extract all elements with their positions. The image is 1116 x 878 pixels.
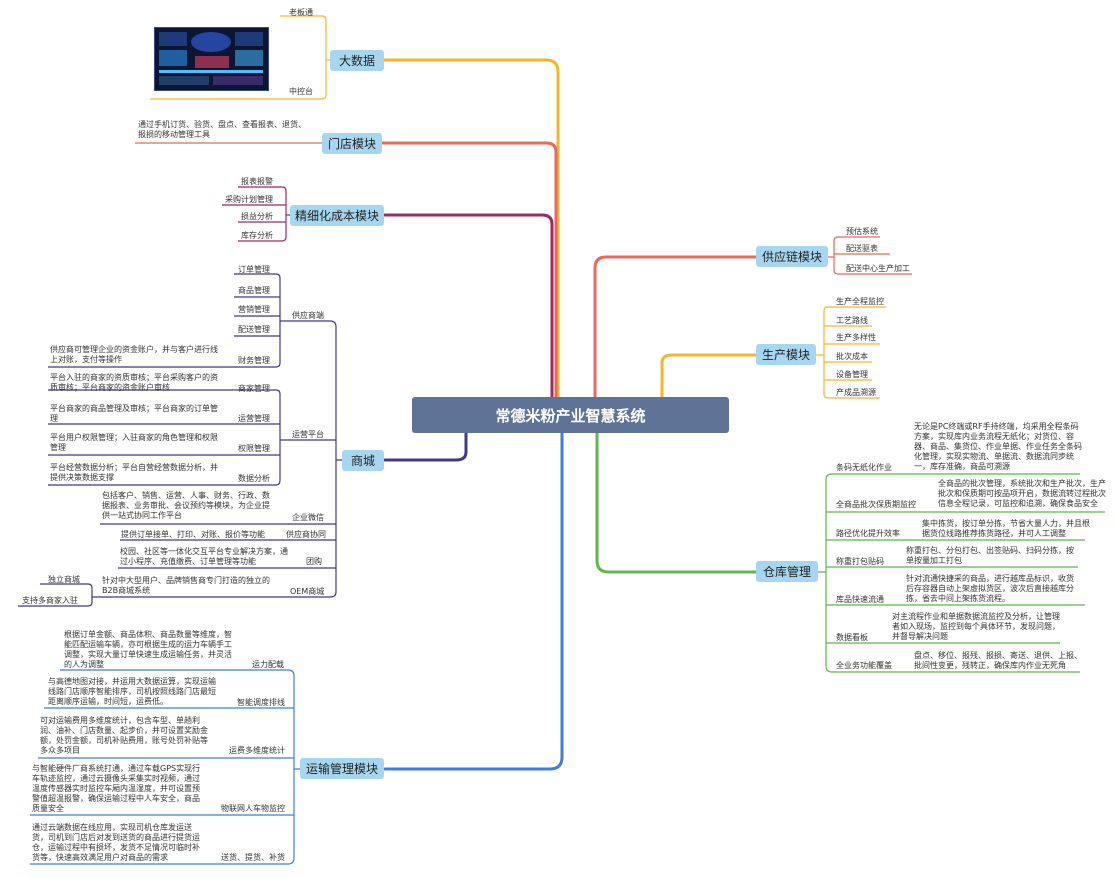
branch-mall — [383, 430, 468, 462]
transport-item-capacity: 运力配载 — [252, 660, 284, 669]
transport-item-iot: 物联网人车物监控 — [221, 804, 285, 813]
mall-ops-label: 运营平台 — [292, 430, 324, 439]
transport-item-freight: 运费多维度统计 — [229, 746, 285, 755]
node-cost[interactable]: 精细化成本模块 — [290, 205, 384, 226]
mall-supply-label: 供应商端 — [292, 311, 324, 320]
branch-transport — [383, 430, 564, 771]
supply-finance-desc: 供应商可管理企业的资金账户，并与客户进行线上对账，支付等操作 — [50, 345, 218, 364]
node-store[interactable]: 门店模块 — [322, 133, 382, 154]
warehouse-item-dashboard: 数据看板 — [836, 633, 868, 642]
production-item-traceability: 产成品溯源 — [836, 388, 876, 397]
supply-item-finance: 财务管理 — [238, 356, 270, 365]
ops-analysis-desc: 平台经营数据分析；平台自营经营数据分析，并提供决策数据支撑 — [50, 463, 218, 482]
mall-oem-label: OEM商城 — [290, 587, 325, 596]
warehouse-item-batch: 全商品批次保质期监控 — [836, 500, 916, 509]
mall-wechat-label: 企业微信 — [292, 513, 324, 522]
ops-item-operation: 运营管理 — [238, 414, 270, 423]
node-transport[interactable]: 运输管理模块 — [300, 758, 384, 779]
node-bigdata[interactable]: 大数据 — [330, 50, 384, 71]
production-item-equipment: 设备管理 — [836, 370, 868, 379]
delivery-desc: 通过云端数据在线应用，实现司机仓库发运送货，司机到门店后对发到送货的商品进行提货… — [32, 823, 200, 862]
crossdock-desc: 针对流通快捷采的商品，进行越库品标识，收货后存容器自动上架虚拟货区，波次后直接越… — [906, 574, 1074, 603]
production-item-batchcost: 批次成本 — [836, 352, 868, 361]
cost-item-profit: 损益分析 — [241, 212, 273, 221]
supply-item-marketing: 营销管理 — [238, 305, 270, 314]
production-item-monitor: 生产全程监控 — [836, 297, 884, 306]
ops-merchant-desc: 平台入驻的商家的资质审核；平台采购客户的资质审核；平台商家的资金账户审核 — [50, 373, 218, 392]
branch-bigdata — [383, 58, 560, 400]
cost-item-purchase: 采购计划管理 — [225, 195, 273, 204]
transport-item-routing: 智能调度排线 — [237, 698, 285, 707]
barcode-desc: 无论是PC终端或RF手持终端，均采用全程条码方案，实现库内业务流程无纸化；对货位… — [914, 422, 1082, 471]
path-desc: 集中拣货，按订单分拣，节省大量人力，并且根据货位线路推荐拣货路径，并可人工调整 — [922, 519, 1090, 538]
node-warehouse[interactable]: 仓库管理 — [756, 561, 818, 582]
supplychain-item-forecast: 预估系统 — [846, 227, 878, 236]
dashboard-thumbnail — [154, 27, 269, 91]
ops-item-merchant: 商家管理 — [238, 384, 270, 393]
iot-desc: 与智能硬件厂商系统打通，通过车载GPS实现行车轨迹监控，通过云摄像头采集实时视频… — [32, 764, 201, 813]
coverage-desc: 盘点、移位、报残、报损、寄送、退供、上报、批间性变更，残转正，确保库内作业无死角 — [914, 651, 1082, 670]
supply-item-order: 订单管理 — [238, 265, 270, 274]
root-node[interactable]: 常德米粉产业智慧系统 — [412, 397, 729, 433]
warehouse-item-crossdock: 库品快速流通 — [836, 595, 884, 604]
wechat-desc: 包括客户、销售、运营、人事、财务、行政、数据报表、业务审批、会议预约等模块，为企… — [102, 491, 270, 520]
branch-production — [660, 353, 758, 400]
supply-item-delivery: 配送管理 — [238, 325, 270, 334]
warehouse-item-coverage: 全业务功能覆盖 — [836, 661, 892, 670]
node-mall[interactable]: 商城 — [342, 450, 384, 471]
supplychain-item-distribution: 配送驱表 — [846, 244, 878, 253]
cost-item-report: 报表报警 — [241, 177, 273, 186]
transport-item-delivery: 送货、提货、补货 — [221, 853, 285, 862]
ops-item-analysis: 数据分析 — [238, 474, 270, 483]
warehouse-item-weigh: 称重打包贴码 — [836, 557, 884, 566]
capacity-desc: 根据订单金额、商品体积、商品数量等维度，智能匹配运输车辆，亦可根据生成的运力车辆… — [64, 630, 232, 669]
cost-item-inventory: 库存分析 — [241, 231, 273, 240]
mall-collab-label: 供应商协同 — [286, 530, 326, 539]
oem-desc: 针对中大型用户、品牌销售商专门打造的独立的B2B商城系统 — [102, 576, 270, 595]
production-item-diversity: 生产多样性 — [836, 333, 876, 342]
weigh-desc: 称重打包、分包打包、出签贴码、扫码分拣，按单按量加工打包 — [906, 546, 1074, 565]
oem-item-multi: 支持多商家入驻 — [22, 596, 78, 605]
node-supplychain[interactable]: 供应链模块 — [756, 246, 828, 267]
node-production[interactable]: 生产模块 — [756, 344, 816, 365]
routing-desc: 与高德地图对接，并运用大数据运算，实现运输线路门店顺序智能排序，司机按照线路门店… — [48, 677, 216, 706]
branch-store — [378, 141, 558, 400]
bigdata-item-console: 中控台 — [289, 87, 313, 96]
ops-operation-desc: 平台商家的商品管理及审核；平台商家的订单管理 — [50, 404, 218, 423]
ops-item-permission: 权限管理 — [238, 444, 270, 453]
production-item-route: 工艺路线 — [836, 316, 868, 325]
mall-applet-label: 团购 — [306, 557, 322, 566]
bigdata-item-boss: 老板通 — [289, 8, 313, 17]
freight-desc: 可对运输费用多维度统计，包含车型、单趟利润、油补、门店数量、起步价，并可设置奖励… — [40, 716, 208, 755]
supply-item-product: 商品管理 — [238, 286, 270, 295]
collab-desc: 提供订单接单、打印、对账、报价等功能 — [121, 530, 265, 539]
branch-cost — [383, 213, 554, 400]
branch-warehouse — [595, 430, 758, 574]
warehouse-item-barcode: 条码无纸化作业 — [836, 463, 892, 472]
batch-desc: 全商品的批次管理，系统批次和生产批次，生产批次和保质期可按品项开启，数据流转过程… — [938, 479, 1106, 508]
branch-supplychain — [593, 255, 758, 400]
store-desc: 通过手机订货、验货、盘点、查看报表、退货、报损的移动管理工具 — [138, 120, 306, 139]
ops-permission-desc: 平台用户权限管理；入驻商家的角色管理和权限管理 — [50, 433, 218, 452]
supplychain-item-processing: 配送中心生产加工 — [846, 264, 910, 273]
applet-desc: 校园、社区等一体化交互平台专业解决方案，通过小程序、充值缴费、订单管理等功能 — [120, 547, 288, 566]
dashboard-desc: 对主流程作业和单据数据流监控及分析，让管理者如入现场，监控到每个具体环节，发现问… — [892, 612, 1060, 641]
warehouse-item-path: 路径优化提升效率 — [836, 529, 900, 538]
oem-item-standalone: 独立商城 — [48, 575, 80, 584]
